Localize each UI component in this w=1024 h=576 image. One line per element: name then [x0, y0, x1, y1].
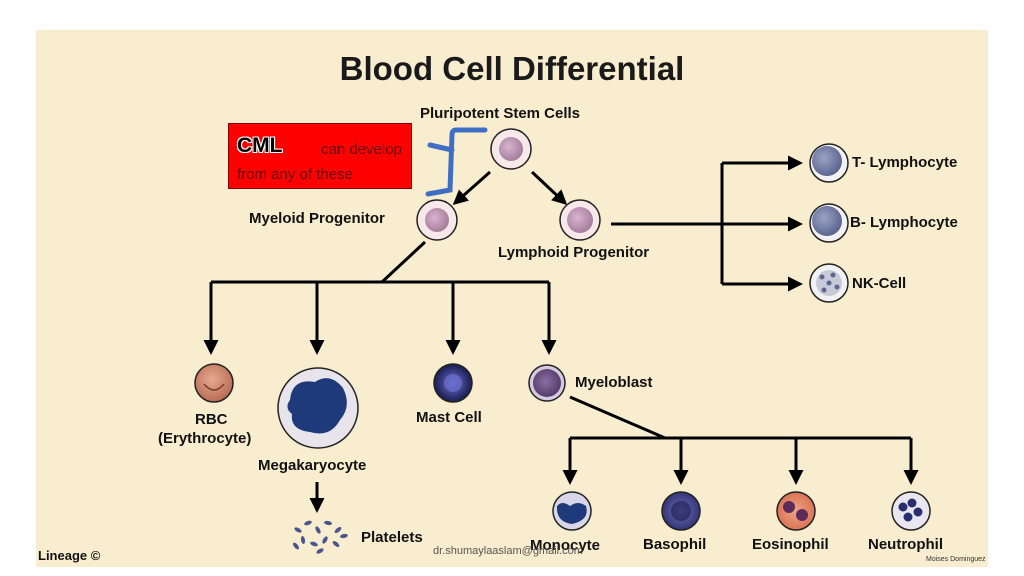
- platelets-icon: [293, 520, 348, 554]
- myeloblast-stem-line: [569, 395, 666, 440]
- cell-pluripotent-stem: [490, 128, 532, 170]
- label-t-lymphocyte: T- Lymphocyte: [852, 154, 958, 171]
- cell-megakaryocyte: [277, 367, 359, 449]
- label-basophil: Basophil: [643, 536, 707, 553]
- label-mast-cell: Mast Cell: [416, 409, 482, 426]
- cml-annotation-box: CML can develop from any of these: [228, 123, 412, 189]
- cell-neutrophil: [891, 491, 931, 531]
- footer-lineage: Lineage ©: [38, 548, 101, 563]
- cell-eosinophil: [776, 491, 816, 531]
- label-neutrophil: Neutrophil: [868, 536, 943, 553]
- label-nk-cell: NK-Cell: [852, 275, 907, 292]
- label-myeloblast: Myeloblast: [575, 374, 653, 391]
- label-erythrocyte: (Erythrocyte): [158, 430, 252, 447]
- cml-annotation-line1: can develop: [321, 141, 402, 158]
- connector-lines: [203, 155, 919, 513]
- diagram-title: Blood Cell Differential: [339, 50, 685, 87]
- cell-t-lymphocyte: [809, 143, 849, 183]
- footer-credit: Moises Dominguez: [926, 556, 986, 563]
- label-eosinophil: Eosinophil: [752, 536, 829, 553]
- cell-monocyte: [552, 491, 592, 531]
- bracket-icon: [425, 127, 488, 197]
- myeloid-stem-line: [380, 240, 427, 284]
- label-myeloid-progenitor: Myeloid Progenitor: [249, 210, 385, 227]
- arrow-stem-to-myeloid: [452, 170, 491, 205]
- cml-annotation-strong: CML: [237, 134, 283, 157]
- label-b-lymphocyte: B- Lymphocyte: [850, 214, 958, 231]
- cml-annotation-line2: from any of these: [237, 166, 353, 183]
- label-lymphoid-progenitor: Lymphoid Progenitor: [498, 244, 650, 261]
- label-platelets: Platelets: [361, 529, 423, 546]
- cell-mast: [433, 363, 473, 403]
- cell-myeloid-progenitor: [416, 199, 458, 241]
- label-megakaryocyte: Megakaryocyte: [258, 457, 367, 474]
- cell-myeloblast: [528, 364, 566, 402]
- footer-email: dr.shumaylaaslam@gmail.com: [433, 545, 583, 557]
- cell-b-lymphocyte: [809, 203, 849, 243]
- label-rbc: RBC: [195, 411, 228, 428]
- cell-nk: [809, 263, 849, 303]
- cell-rbc: [194, 363, 234, 403]
- cell-basophil: [661, 491, 701, 531]
- label-pluripotent-stem: Pluripotent Stem Cells: [420, 105, 581, 122]
- cell-lymphoid-progenitor: [559, 199, 601, 241]
- label-monocyte: Monocyte: [530, 537, 601, 554]
- arrow-stem-to-lymphoid: [530, 170, 568, 206]
